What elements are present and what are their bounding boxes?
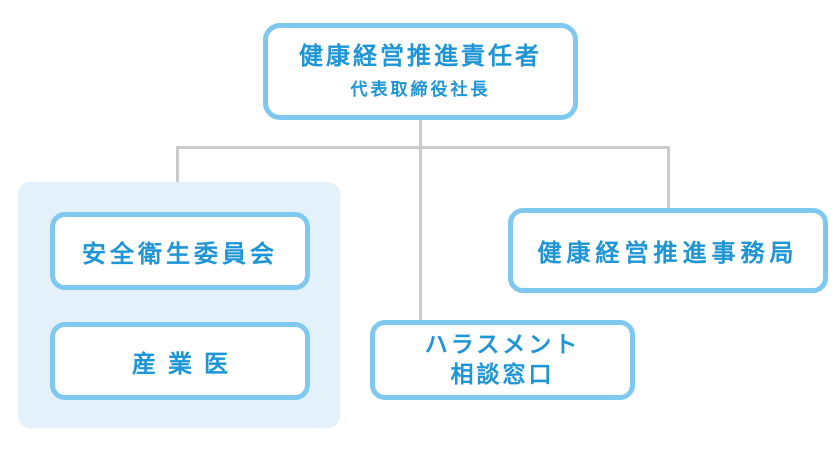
promotion-office-label: 健康経営推進事務局: [537, 240, 799, 267]
harassment-desk-label-line1: ハラスメント: [424, 331, 581, 358]
connector-root-vertical: [419, 120, 422, 320]
node-root-responsible: 健康経営推進責任者 代表取締役社長: [263, 23, 578, 120]
safety-committee-label: 安全衛生委員会: [82, 240, 278, 268]
connector-horizontal-rail: [176, 146, 670, 149]
industrial-physician-label: 産業医: [132, 350, 240, 378]
node-industrial-physician: 産業医: [50, 322, 310, 400]
node-harassment-desk: ハラスメント 相談窓口: [370, 320, 635, 400]
connector-right-branch: [667, 146, 670, 208]
node-promotion-office: 健康経営推進事務局: [508, 208, 828, 293]
root-title: 健康経営推進責任者: [299, 43, 542, 71]
connector-left-branch: [176, 146, 179, 186]
root-subtitle: 代表取締役社長: [350, 79, 491, 99]
node-safety-committee: 安全衛生委員会: [50, 212, 310, 290]
harassment-desk-label-line2: 相談窓口: [450, 361, 555, 387]
